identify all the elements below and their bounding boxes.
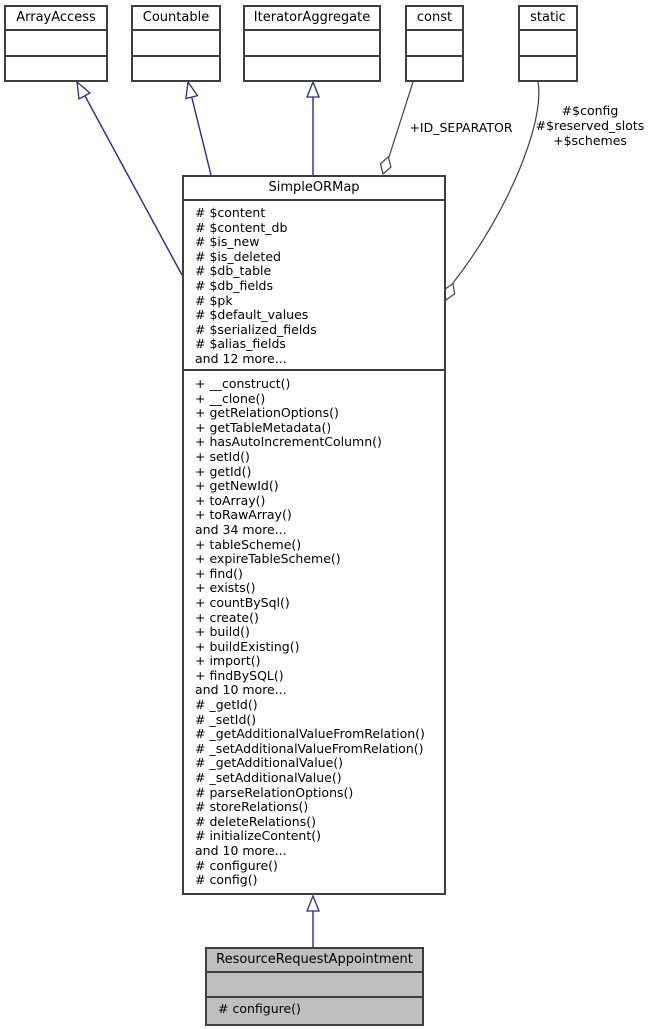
class-title[interactable]: Countable xyxy=(133,7,219,31)
member-line: # $is_new xyxy=(195,234,260,250)
inheritance-arrowhead-countable xyxy=(185,80,199,100)
member-line: + setId() xyxy=(195,448,250,464)
member-line: + exists() xyxy=(195,580,256,596)
member-line: + findBySQL() xyxy=(195,667,284,683)
attributes-compartment xyxy=(133,31,219,57)
member-line: # configure() xyxy=(218,1001,301,1016)
member-line: # $content xyxy=(195,205,266,220)
class-title[interactable]: SimpleORMap xyxy=(184,177,444,201)
label-line: #$config xyxy=(561,103,619,118)
attributes-compartment: # $content# $content_db# $is_new# $is_de… xyxy=(184,201,444,371)
member-line: # $alias_fields xyxy=(195,336,286,352)
methods-compartment xyxy=(133,57,219,80)
attributes-compartment xyxy=(207,973,422,998)
class-node-simpleormap[interactable]: SimpleORMap # $content# $content_db# $is… xyxy=(182,175,446,895)
member-line: + buildExisting() xyxy=(195,638,300,654)
inheritance-arrowhead-iteratoraggregate xyxy=(306,80,320,98)
member-line: + find() xyxy=(195,565,243,581)
label-line: #$reserved_slots xyxy=(535,118,645,134)
edge-label-id-separator: +ID_SEPARATOR xyxy=(409,120,513,135)
methods-compartment xyxy=(520,57,576,80)
member-line: + expireTableScheme() xyxy=(195,551,341,567)
inheritance-arrowhead-arrayaccess xyxy=(76,80,92,101)
usage-diamond-const xyxy=(379,155,392,176)
member-line: # $db_table xyxy=(195,263,272,279)
label-line: +$schemes xyxy=(553,133,627,149)
member-line: # _setId() xyxy=(195,711,257,727)
member-line: + getRelationOptions() xyxy=(195,405,339,421)
usage-edge-const xyxy=(388,81,414,158)
member-line: and 34 more... xyxy=(195,521,287,537)
keyword-node-const: const xyxy=(405,5,464,82)
member-line: + toArray() xyxy=(195,492,266,508)
member-line: # $serialized_fields xyxy=(195,321,317,337)
edge-label-static-members: #$config#$reserved_slots+$schemes xyxy=(528,103,652,149)
member-line: # $is_deleted xyxy=(195,248,281,264)
member-line: # _setAdditionalValueFromRelation() xyxy=(195,740,424,756)
attributes-compartment xyxy=(520,31,576,57)
member-line: # $pk xyxy=(195,292,233,308)
member-line: # _getId() xyxy=(195,697,258,713)
class-node-arrayaccess[interactable]: ArrayAccess xyxy=(4,5,108,82)
methods-compartment xyxy=(407,57,462,80)
member-line: # configure() xyxy=(195,857,278,873)
inheritance-edge-arrayaccess xyxy=(84,95,183,276)
member-line: + getNewId() xyxy=(195,478,279,494)
keyword-node-static: static xyxy=(518,5,578,82)
member-line: # $default_values xyxy=(195,307,309,323)
methods-compartment xyxy=(6,57,106,80)
inheritance-edge-countable xyxy=(191,96,212,176)
member-line: + __clone() xyxy=(195,390,266,406)
member-line: + import() xyxy=(195,653,261,669)
member-line: and 10 more... xyxy=(195,682,287,698)
member-line: + getId() xyxy=(195,463,252,479)
attributes-compartment xyxy=(407,31,462,57)
member-line: + __construct() xyxy=(195,376,291,391)
member-line: # $db_fields xyxy=(195,277,274,293)
member-line: # initializeContent() xyxy=(195,828,322,844)
member-line: # deleteRelations() xyxy=(195,813,316,829)
methods-compartment: + __construct()+ __clone()+ getRelationO… xyxy=(184,371,444,893)
member-line: and 12 more... xyxy=(195,350,287,366)
class-title: ResourceRequestAppointment xyxy=(207,949,422,973)
attributes-compartment xyxy=(6,31,106,57)
class-node-resourcerequestappointment: ResourceRequestAppointment # configure() xyxy=(205,947,424,1026)
attributes-compartment xyxy=(245,31,379,57)
node-title: const xyxy=(407,7,462,31)
member-line: # parseRelationOptions() xyxy=(195,784,354,800)
member-line: + create() xyxy=(195,609,259,625)
member-line: + countBySql() xyxy=(195,594,290,610)
class-title[interactable]: ArrayAccess xyxy=(6,7,106,31)
member-line: + build() xyxy=(195,624,250,640)
member-line: + getTableMetadata() xyxy=(195,419,332,435)
class-node-countable[interactable]: Countable xyxy=(131,5,221,82)
node-title: static xyxy=(520,7,576,31)
member-line: + toRawArray() xyxy=(195,507,292,523)
member-line: # _getAdditionalValue() xyxy=(195,755,344,771)
member-line: # _setAdditionalValue() xyxy=(195,770,342,786)
member-line: # config() xyxy=(195,872,258,888)
inheritance-arrowhead-simpleormap xyxy=(306,894,320,912)
member-line: # storeRelations() xyxy=(195,799,309,815)
member-line: and 10 more... xyxy=(195,843,287,858)
member-line: # _getAdditionalValueFromRelation() xyxy=(195,726,425,742)
methods-compartment xyxy=(245,57,379,80)
methods-compartment: # configure() xyxy=(207,998,422,1024)
member-line: # $content_db xyxy=(195,219,288,235)
usage-edge-static xyxy=(452,81,540,284)
class-node-iteratoraggregate[interactable]: IteratorAggregate xyxy=(243,5,381,82)
class-title[interactable]: IteratorAggregate xyxy=(245,7,379,31)
member-line: + tableScheme() xyxy=(195,536,302,552)
member-line: + hasAutoIncrementColumn() xyxy=(195,434,382,450)
